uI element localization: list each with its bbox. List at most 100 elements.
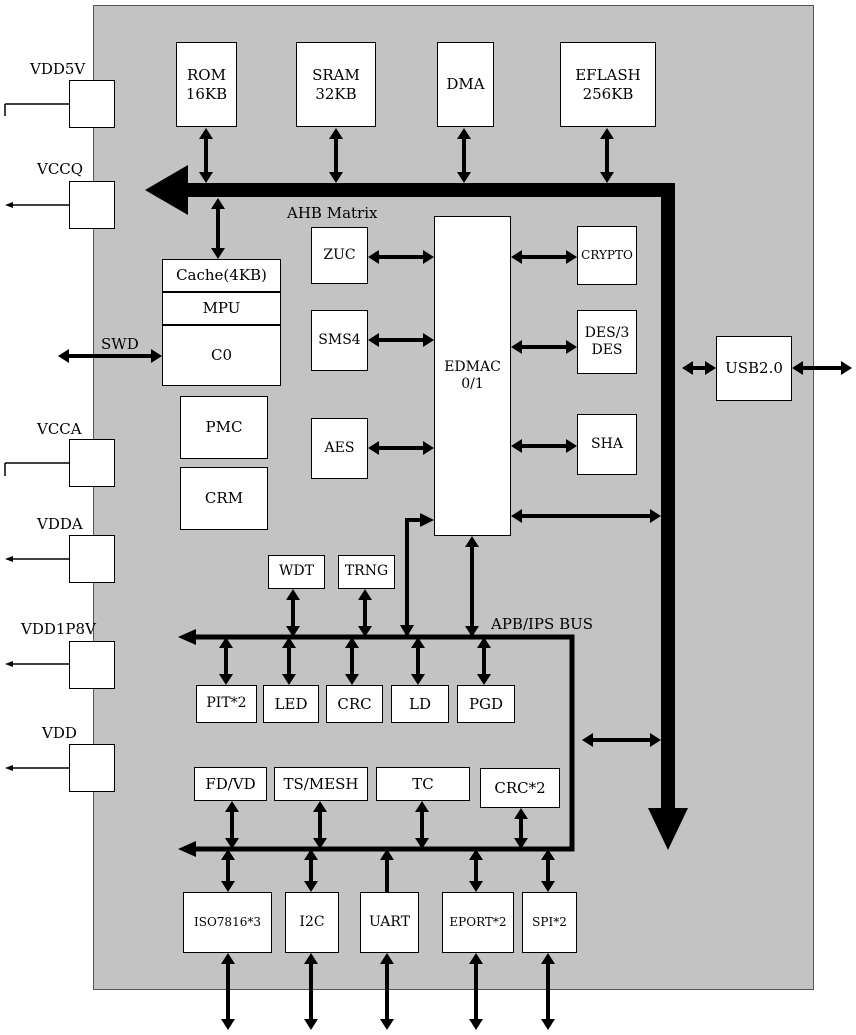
ahb-bus bbox=[185, 183, 675, 812]
rom-ahb-arrow-head-b bbox=[199, 172, 213, 183]
crc-apb-arrow-head-a bbox=[345, 637, 359, 648]
eport-bus-arrow-head-b bbox=[469, 881, 483, 892]
pit-apb-arrow-head-b bbox=[219, 674, 233, 685]
i2c-block: I2C bbox=[285, 892, 339, 953]
crypto-edmac-arrow-head-b bbox=[566, 250, 577, 264]
pit-apb-arrow-head-a bbox=[219, 637, 233, 648]
spi-ext-arrow-head-b bbox=[541, 1019, 555, 1030]
pin-label-vccq: VCCQ bbox=[37, 160, 84, 178]
cache-block: Cache(4KB) bbox=[162, 259, 281, 292]
apb-bus-label: APB/IPS BUS bbox=[491, 615, 594, 633]
vccq-arrow-head-a bbox=[5, 202, 13, 208]
led-apb-arrow-head-a bbox=[282, 637, 296, 648]
vdda-arrow-head-a bbox=[5, 556, 13, 562]
trng-apb-arrow-head-b bbox=[358, 626, 372, 637]
iso7816-bus-arrow-head-a bbox=[221, 849, 235, 860]
edmac-apb-arrow-head-b bbox=[465, 626, 479, 637]
ahb-bus-arrow-down bbox=[648, 808, 688, 850]
edmac-block: EDMAC 0/1 bbox=[434, 216, 511, 536]
spi-ext-arrow-head-a bbox=[541, 953, 555, 964]
ld-block: LD bbox=[391, 685, 449, 723]
iso7816-bus-arrow-head-b bbox=[221, 881, 235, 892]
tc-block: TC bbox=[376, 767, 470, 801]
ld-apb-arrow-head-b bbox=[411, 674, 425, 685]
pad-vdd5v bbox=[69, 80, 115, 128]
pad-vdd bbox=[69, 744, 115, 792]
eport-ext-arrow-head-b bbox=[469, 1019, 483, 1030]
vdd1p8v-arrow-head-a bbox=[5, 661, 13, 667]
dma-ahb-arrow-head-a bbox=[457, 128, 471, 139]
i2c-bus-arrow-head-b bbox=[304, 881, 318, 892]
uart-bus-arrow-head-a bbox=[380, 849, 394, 860]
apb-edmac-hook-head bbox=[420, 513, 434, 527]
aes-edmac-arrow-head-a bbox=[368, 441, 379, 455]
tc-apb-arrow-head-b bbox=[415, 838, 429, 849]
usb-block: USB2.0 bbox=[716, 336, 792, 401]
apb-edmac-hook bbox=[405, 518, 420, 637]
pin-label-vdd: VDD bbox=[42, 724, 77, 742]
ahb-matrix-label: AHB Matrix bbox=[287, 204, 378, 222]
tc-apb-arrow-head-a bbox=[415, 801, 429, 812]
apb-bus-arrow-upper bbox=[178, 629, 196, 645]
iso7816-ext-arrow-head-a bbox=[221, 953, 235, 964]
pit-block: PIT*2 bbox=[196, 685, 257, 723]
usb-external-arrow-head-b bbox=[841, 361, 852, 375]
sms4-edmac-arrow-head-a bbox=[368, 333, 379, 347]
pin-label-vdd1p8v: VDD1P8V bbox=[21, 620, 96, 638]
sram-ahb-arrow-head-a bbox=[329, 128, 343, 139]
iso7816-ext-arrow-head-b bbox=[221, 1019, 235, 1030]
vdd-arrow-head-a bbox=[5, 765, 13, 771]
eport-block: EPORT*2 bbox=[442, 892, 514, 953]
swd-arrow-head-a bbox=[58, 349, 69, 363]
sha-edmac-arrow-head-b bbox=[566, 439, 577, 453]
spi-block: SPI*2 bbox=[522, 892, 577, 953]
sms4-block: SMS4 bbox=[311, 310, 368, 371]
pmc-block: PMC bbox=[180, 396, 268, 459]
pad-vccq bbox=[69, 181, 115, 229]
led-apb-arrow-head-b bbox=[282, 674, 296, 685]
trng-block: TRNG bbox=[338, 555, 395, 589]
sha-block: SHA bbox=[577, 414, 637, 475]
zuc-block: ZUC bbox=[311, 227, 368, 284]
eport-bus-arrow-head-a bbox=[469, 849, 483, 860]
edmac-ahb-arrow-head-a bbox=[511, 509, 522, 523]
zuc-edmac-arrow-head-a bbox=[368, 250, 379, 264]
pad-vdda bbox=[69, 535, 115, 583]
sram-block: SRAM 32KB bbox=[296, 42, 376, 127]
cache-ahb-arrow-head-a bbox=[211, 198, 225, 209]
fdvd-apb-arrow-head-b bbox=[225, 838, 239, 849]
crypto-edmac-arrow-head-a bbox=[511, 250, 522, 264]
pin-label-vdd5v: VDD5V bbox=[30, 60, 86, 78]
uart-block: UART bbox=[360, 892, 419, 953]
crc-block: CRC bbox=[326, 685, 383, 723]
apb-bus bbox=[193, 634, 575, 852]
i2c-bus-arrow-head-a bbox=[304, 849, 318, 860]
led-block: LED bbox=[263, 685, 319, 723]
pad-vcca bbox=[69, 439, 115, 487]
cache-ahb-arrow-head-b bbox=[211, 248, 225, 259]
apb-edmac-hook-tail bbox=[400, 625, 414, 637]
crc2-apb-arrow-head-b bbox=[514, 838, 528, 849]
swd-arrow-head-b bbox=[151, 349, 162, 363]
trng-apb-arrow-head-a bbox=[358, 589, 372, 600]
edmac-ahb-arrow-head-b bbox=[650, 509, 661, 523]
aes-block: AES bbox=[311, 418, 368, 479]
eflash-ahb-arrow-head-a bbox=[600, 128, 614, 139]
eflash-block: EFLASH 256KB bbox=[560, 42, 656, 127]
pin-label-vcca: VCCA bbox=[37, 420, 82, 438]
uart-ext-arrow-head-a bbox=[380, 953, 394, 964]
usb-external-arrow-head-a bbox=[792, 361, 803, 375]
usb-ahb-arrow-head-a bbox=[682, 361, 693, 375]
spi-bus-arrow-head-a bbox=[541, 849, 555, 860]
crc-apb-arrow-head-b bbox=[345, 674, 359, 685]
apb-bus-arrow-lower bbox=[178, 841, 196, 857]
pad-vdd1p8v bbox=[69, 641, 115, 689]
crc2-block: CRC*2 bbox=[480, 768, 560, 808]
pgd-apb-arrow-head-b bbox=[477, 674, 491, 685]
pin-label-vdda: VDDA bbox=[37, 515, 83, 533]
eport-ext-arrow-head-a bbox=[469, 953, 483, 964]
fdvd-apb-arrow-head-a bbox=[225, 801, 239, 812]
pgd-block: PGD bbox=[457, 685, 515, 723]
usb-ahb-arrow-head-b bbox=[705, 361, 716, 375]
